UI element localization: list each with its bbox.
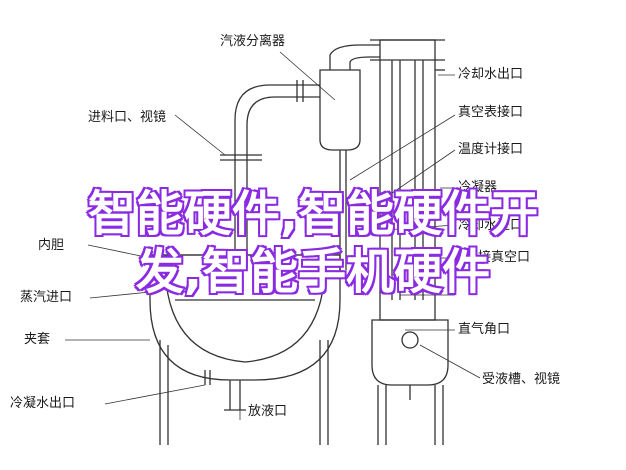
overlay-title-line2: 发,智能手机硬件 — [134, 243, 491, 302]
separator-vessel — [319, 44, 380, 270]
main-vessel — [149, 254, 341, 445]
label-cooling-water-outlet: 冷却水出口 — [458, 67, 524, 82]
label-condenser: 冷凝器 — [458, 180, 498, 195]
label-vacuum-port: 接真空口 — [478, 250, 531, 265]
label-condensate-water-outlet: 冷凝水出口 — [10, 396, 76, 411]
overlay-title-line1: 智能硬件,智能硬件开 — [86, 185, 539, 244]
label-separator: 汽液分离器 — [220, 34, 286, 49]
condenser-column — [370, 39, 445, 321]
label-cooling-water-inlet: 冷却水进口 — [458, 218, 524, 233]
label-inner-bladder: 内胆 — [38, 238, 65, 253]
label-jacket: 夹套 — [24, 332, 51, 347]
vapor-pipe — [220, 80, 320, 255]
label-straight-air-port: 直气角口 — [458, 322, 511, 337]
label-vacuum-gauge-port: 真空表接口 — [458, 105, 524, 120]
label-drain-port: 放液口 — [248, 404, 288, 419]
label-steam-inlet: 蒸汽进口 — [20, 290, 73, 305]
leader-lines — [65, 51, 481, 420]
receiver-vessel — [371, 319, 449, 445]
label-thermometer-port: 温度计接口 — [458, 142, 524, 157]
label-receiver: 受液槽、视镜 — [482, 372, 561, 387]
label-feed-inlet: 进料口、视镜 — [88, 110, 167, 125]
